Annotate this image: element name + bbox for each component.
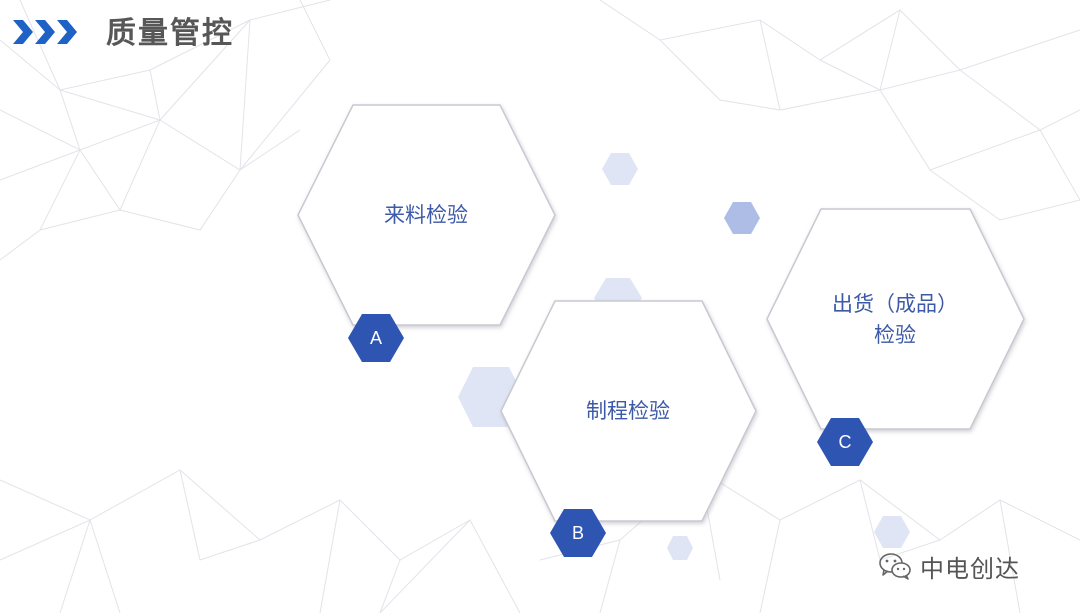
hexagon-card-a xyxy=(297,104,556,326)
page-title: 质量管控 xyxy=(106,16,234,51)
card-c-label-line1: 出货（成品） xyxy=(832,292,958,316)
badge-hexagon-b xyxy=(550,509,606,557)
badge-letter-b: B xyxy=(571,523,584,543)
card-b-label: 制程检验 xyxy=(586,399,670,423)
watermark: 中电创达 xyxy=(878,546,1020,586)
badge-hexagon-c xyxy=(817,418,873,466)
badge-letter-a: A xyxy=(369,328,382,348)
decorative-hexagon xyxy=(724,202,760,234)
hexagon-card-b xyxy=(500,300,757,522)
badge-hexagon-a xyxy=(348,314,404,362)
hexagon-card-c xyxy=(766,208,1025,430)
decorative-hexagon xyxy=(667,536,693,560)
triple-chevron-right-icon xyxy=(13,20,77,44)
wechat-icon xyxy=(879,553,911,580)
decorative-hexagon xyxy=(874,516,910,548)
watermark-text: 中电创达 xyxy=(920,554,1020,583)
card-c-label-line2: 检验 xyxy=(874,323,916,347)
badge-letter-c: C xyxy=(838,432,852,452)
decorative-hexagon xyxy=(602,153,638,185)
card-a-label: 来料检验 xyxy=(384,203,468,227)
slide-header: 质量管控 xyxy=(0,0,1080,70)
